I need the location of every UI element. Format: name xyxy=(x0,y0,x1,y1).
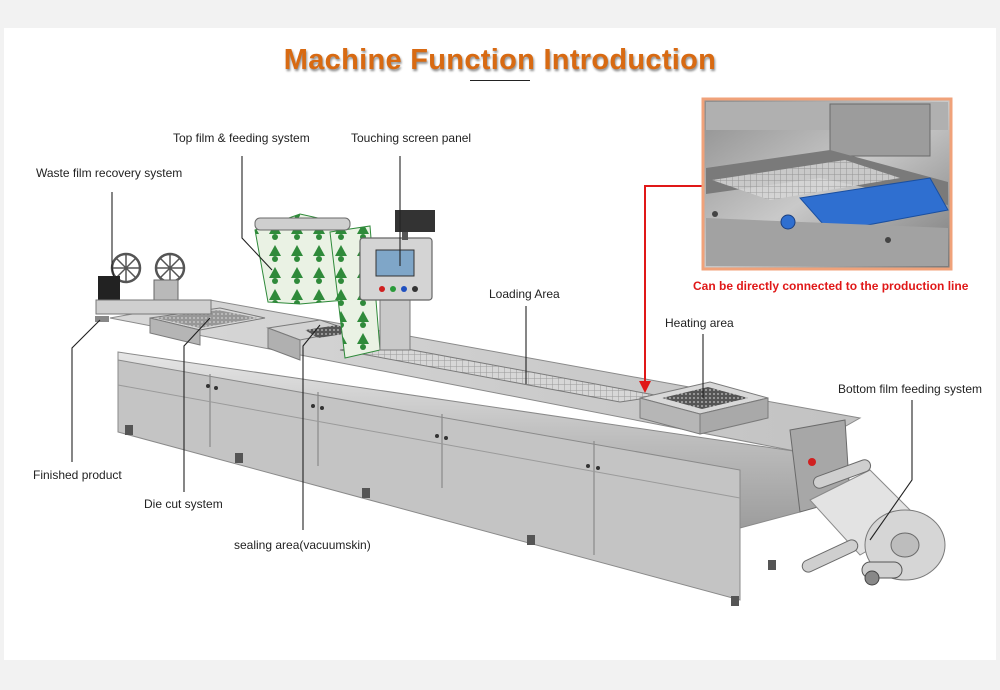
page-title: Machine Function Introduction xyxy=(283,44,717,76)
machine-cabinet xyxy=(117,359,741,601)
callout-die-cut xyxy=(183,317,211,492)
production-line-inset xyxy=(701,97,953,271)
label-top-film: Top film & feeding system xyxy=(173,131,310,145)
callout-finished-product xyxy=(71,319,101,462)
label-production-line: Can be directly connected to the product… xyxy=(693,279,969,293)
touch-screen-panel xyxy=(359,210,435,301)
label-die-cut: Die cut system xyxy=(144,497,223,511)
production-line-arrow xyxy=(639,185,703,393)
label-waste-film: Waste film recovery system xyxy=(36,166,183,180)
label-loading-area: Loading Area xyxy=(489,287,560,301)
callout-sealing-area xyxy=(302,324,321,530)
title-underline xyxy=(470,80,530,81)
label-finished-product: Finished product xyxy=(33,468,122,482)
callout-waste-film xyxy=(111,192,119,297)
waste-film-reels xyxy=(95,252,212,322)
callout-lines xyxy=(71,156,913,541)
label-heating-area: Heating area xyxy=(665,316,734,330)
callout-bottom-film xyxy=(869,400,913,541)
label-bottom-film: Bottom film feeding system xyxy=(838,382,983,396)
label-sealing-area: sealing area(vacuumskin) xyxy=(234,538,371,552)
label-touch-screen: Touching screen panel xyxy=(351,131,472,145)
callout-top-film xyxy=(241,156,273,271)
machine-body xyxy=(109,299,946,606)
top-film-feeding-tower xyxy=(254,213,411,359)
